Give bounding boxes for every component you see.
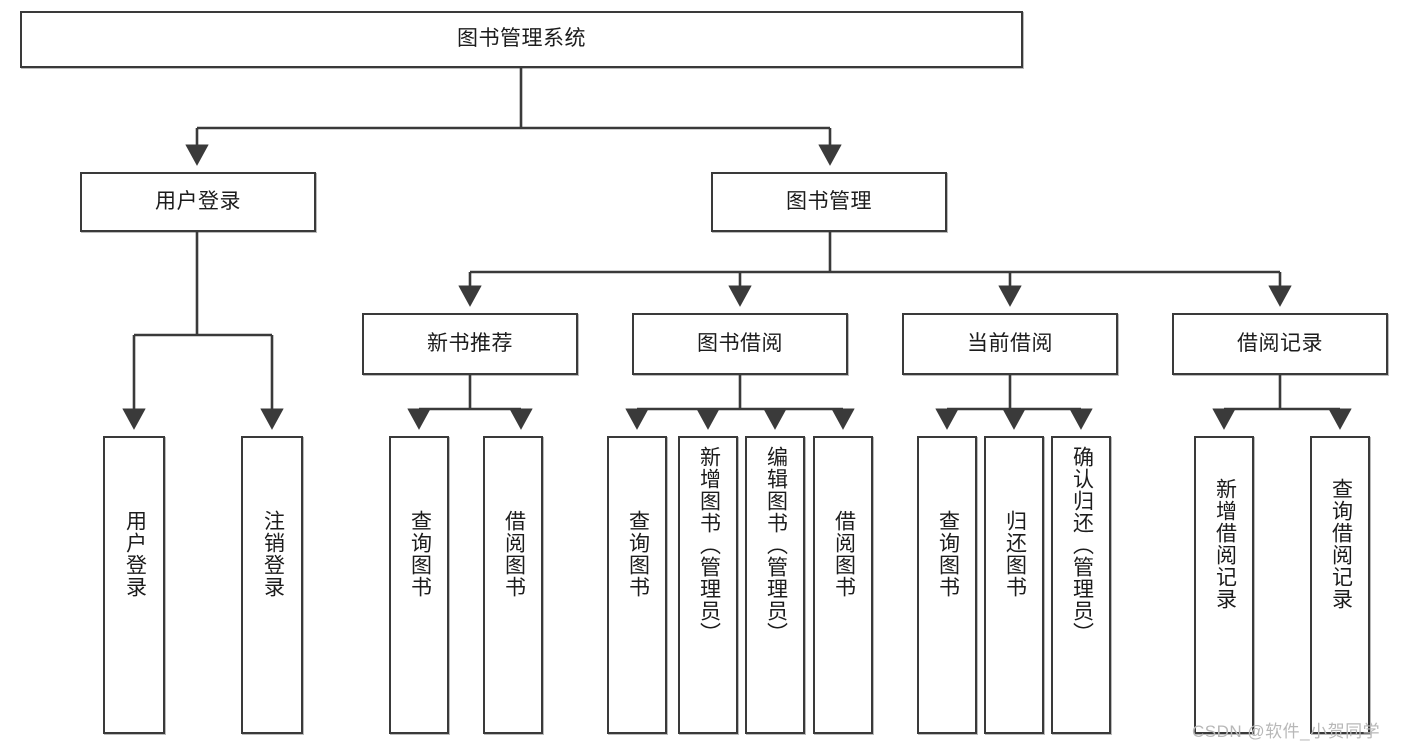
leaf-query-book-new-recommend[interactable]: 查询图书 <box>389 436 449 734</box>
leaf-borrow-book[interactable]: 借阅图书 <box>813 436 873 734</box>
node-borrow-record[interactable]: 借阅记录 <box>1172 313 1388 375</box>
leaf-query-borrow-record[interactable]: 查询借阅记录 <box>1310 436 1370 734</box>
node-book-borrow[interactable]: 图书借阅 <box>632 313 848 375</box>
node-label: 用户登录 <box>155 189 241 213</box>
node-label: 归还图书 <box>1003 510 1027 598</box>
node-label: 借阅记录 <box>1237 331 1323 355</box>
node-label: 新增借阅记录 <box>1213 478 1237 610</box>
node-label: 查询图书 <box>626 510 650 598</box>
leaf-logout[interactable]: 注销登录 <box>241 436 303 734</box>
leaf-query-book-borrow[interactable]: 查询图书 <box>607 436 667 734</box>
node-label: 图书管理系统 <box>457 27 586 51</box>
node-label: 借阅图书 <box>502 510 526 598</box>
node-label: 编辑图书（管理员） <box>764 446 788 644</box>
leaf-confirm-return-admin[interactable]: 确认归还（管理员） <box>1051 436 1111 734</box>
leaf-query-book-current[interactable]: 查询图书 <box>917 436 977 734</box>
leaf-borrow-book-new-recommend[interactable]: 借阅图书 <box>483 436 543 734</box>
leaf-add-book-admin[interactable]: 新增图书（管理员） <box>678 436 738 734</box>
node-label: 查询图书 <box>936 510 960 598</box>
node-label: 借阅图书 <box>832 510 856 598</box>
node-label: 注销登录 <box>261 510 285 598</box>
node-label: 查询图书 <box>408 510 432 598</box>
leaf-user-login[interactable]: 用户登录 <box>103 436 165 734</box>
csdn-watermark: CSDN @软件_小贺同学 <box>1192 722 1381 741</box>
node-label: 查询借阅记录 <box>1329 478 1353 610</box>
node-label: 图书借阅 <box>697 331 783 355</box>
node-label: 当前借阅 <box>967 331 1053 355</box>
node-label: 图书管理 <box>786 189 872 213</box>
leaf-return-book[interactable]: 归还图书 <box>984 436 1044 734</box>
node-label: 新书推荐 <box>427 331 513 355</box>
node-root-book-management-system[interactable]: 图书管理系统 <box>20 11 1023 68</box>
node-current-borrow[interactable]: 当前借阅 <box>902 313 1118 375</box>
node-new-book-recommend[interactable]: 新书推荐 <box>362 313 578 375</box>
leaf-add-borrow-record[interactable]: 新增借阅记录 <box>1194 436 1254 734</box>
node-book-management[interactable]: 图书管理 <box>711 172 947 232</box>
node-user-login[interactable]: 用户登录 <box>80 172 316 232</box>
leaf-edit-book-admin[interactable]: 编辑图书（管理员） <box>745 436 805 734</box>
node-label: 用户登录 <box>123 510 147 598</box>
node-label: 确认归还（管理员） <box>1070 446 1094 644</box>
node-label: 新增图书（管理员） <box>697 446 721 644</box>
